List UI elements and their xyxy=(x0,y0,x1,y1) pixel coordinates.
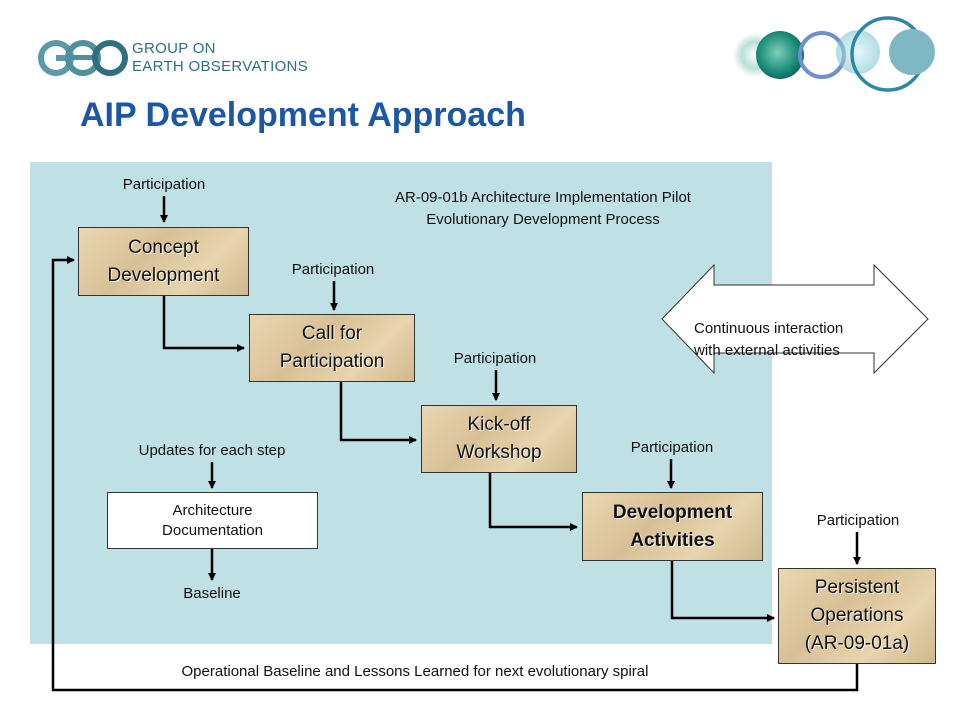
org-name-line2: EARTH OBSERVATIONS xyxy=(132,58,308,75)
footer-feedback-label: Operational Baseline and Lessons Learned… xyxy=(181,663,649,680)
architecture-documentation-text: Architecture Documentation xyxy=(162,501,263,539)
kickoff-workshop-box: Kick-off Workshop xyxy=(421,405,577,473)
participation-label-concept: Participation xyxy=(122,176,206,193)
persistent-operations-text: Persistent Operations (AR-09-01a) xyxy=(804,577,910,654)
slide-title: AIP Development Approach xyxy=(80,96,526,134)
architecture-documentation-box: Architecture Documentation xyxy=(107,492,318,549)
participation-label-kickoff: Participation xyxy=(453,350,537,367)
participation-label-development: Participation xyxy=(630,439,714,456)
geo-logo xyxy=(38,36,128,80)
updates-label: Updates for each step xyxy=(138,442,286,459)
kickoff-workshop-text: Kick-off Workshop xyxy=(456,414,542,463)
concept-development-text: Concept Development xyxy=(107,236,220,286)
development-activities-box: Development Activities xyxy=(582,492,763,561)
participation-label-persistent: Participation xyxy=(816,512,900,529)
org-name-line1: GROUP ON xyxy=(132,40,216,57)
persistent-operations-box: Persistent Operations (AR-09-01a) xyxy=(778,568,936,664)
interaction-label-text: Continuous interaction with external act… xyxy=(694,320,844,359)
baseline-label: Baseline xyxy=(183,585,241,602)
call-for-participation-text: Call for Participation xyxy=(279,323,385,372)
concept-development-box: Concept Development xyxy=(78,227,249,296)
geo-logo-mark xyxy=(38,40,128,76)
call-for-participation-box: Call for Participation xyxy=(249,314,415,382)
interaction-label: Continuous interaction with external act… xyxy=(694,296,884,362)
diagram-caption-line1: AR-09-01b Architecture Implementation Pi… xyxy=(395,189,691,206)
participation-label-call: Participation xyxy=(291,261,375,278)
development-activities-text: Development Activities xyxy=(612,501,733,551)
diagram-caption-line2: Evolutionary Development Process xyxy=(426,211,660,228)
